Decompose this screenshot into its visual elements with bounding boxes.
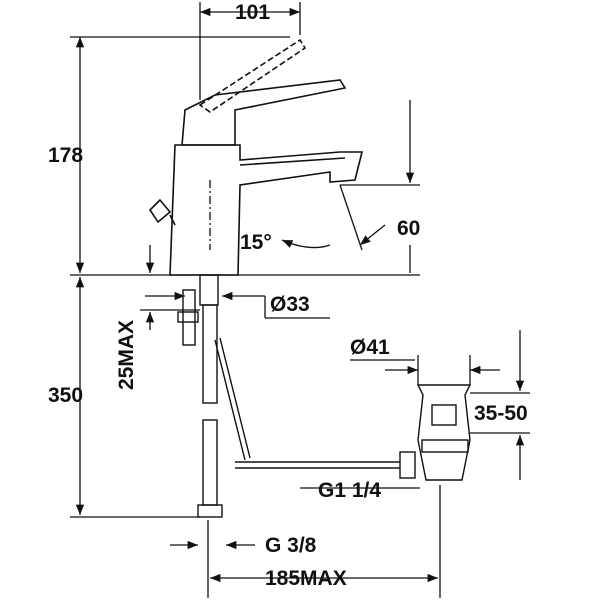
label-waste-diameter: Ø41 — [350, 336, 390, 359]
label-height-350: 350 — [48, 384, 84, 407]
dimension-33 — [145, 291, 330, 319]
label-25max: 25MAX — [115, 319, 138, 390]
label-hole-diameter: Ø33 — [270, 293, 310, 316]
dimension-41 — [350, 355, 500, 385]
label-waste-range: 35-50 — [474, 402, 528, 425]
dimension-185max — [207, 485, 441, 598]
supply-pipes — [177, 274, 251, 518]
dimension-angle — [209, 180, 386, 251]
dimension-25max — [140, 245, 200, 330]
label-waste-thread: G1 1/4 — [318, 479, 382, 502]
dimension-101 — [199, 2, 301, 100]
label-width-101: 101 — [235, 1, 271, 24]
faucet-body — [148, 38, 364, 276]
dimension-178 — [70, 36, 290, 273]
label-supply-thread: G 3/8 — [265, 534, 317, 557]
waste-valve — [235, 384, 472, 481]
label-reach-max: 185MAX — [265, 567, 347, 590]
dimension-35-50 — [470, 330, 530, 480]
dimension-350 — [70, 277, 200, 518]
dimension-60 — [340, 100, 420, 273]
label-height-178: 178 — [48, 144, 84, 167]
label-spout-height-60: 60 — [397, 217, 421, 240]
label-angle: 15° — [240, 231, 272, 254]
